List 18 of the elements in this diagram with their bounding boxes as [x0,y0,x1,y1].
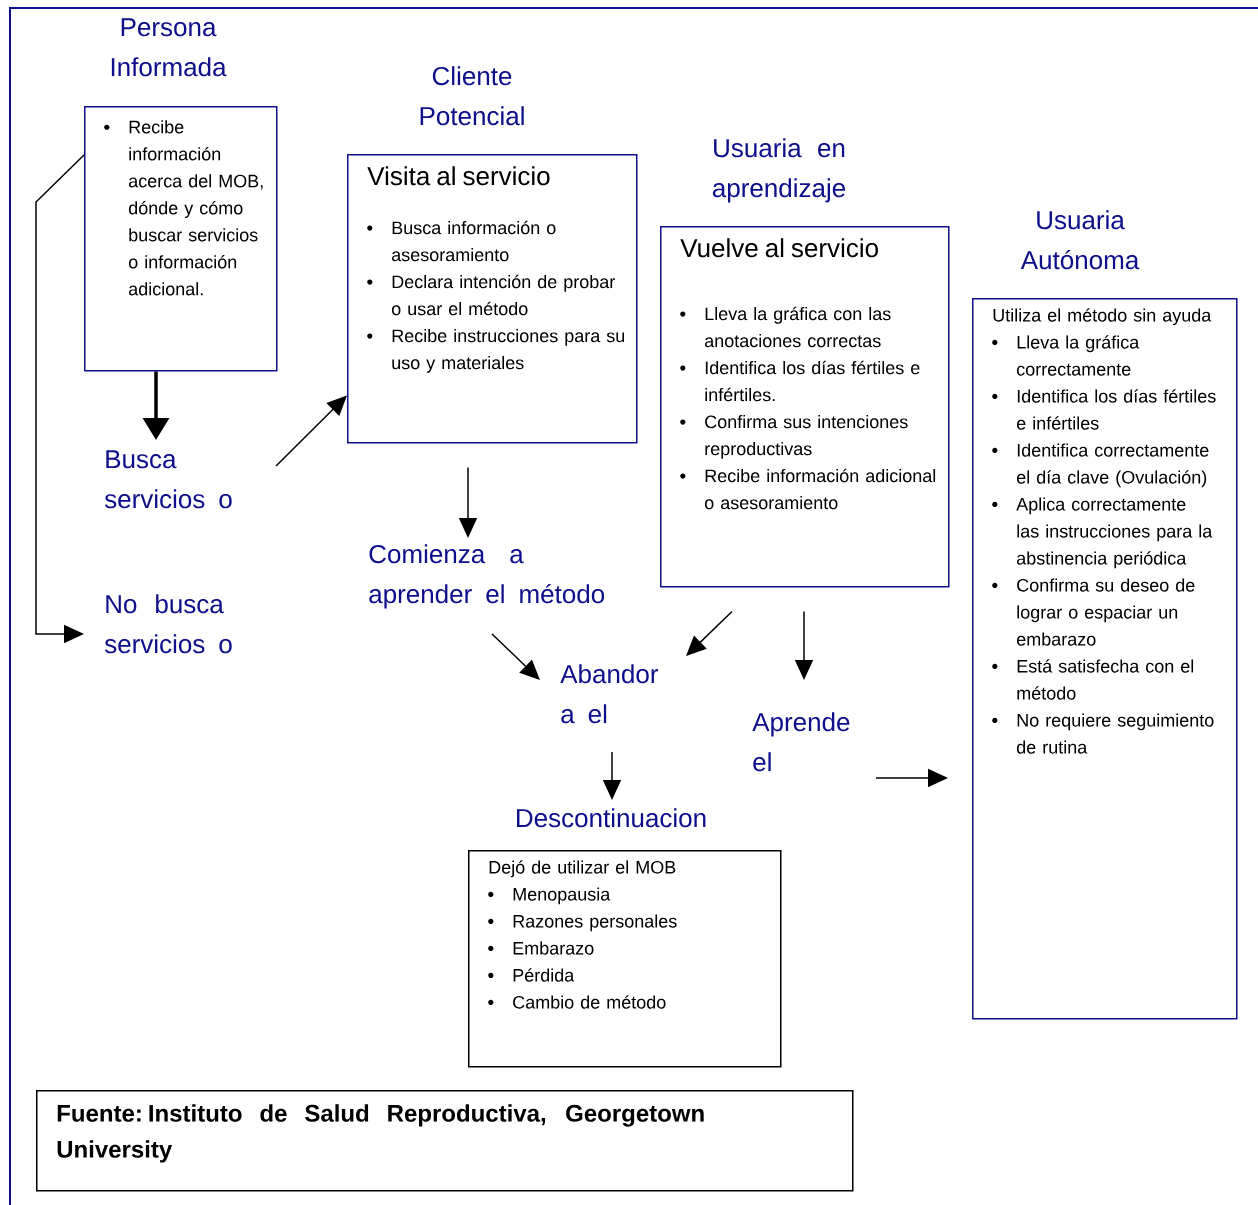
stage-heading: Persona Informada [111,18,227,77]
stage-heading: Usuaria Autónoma [1020,210,1140,270]
arrow [491,633,540,680]
stage-box: Persona Informada Recibe información acerca del MOB, dónde y cómo buscar servicios o información adicional. [84,18,278,372]
stage-label: Abandor a el [560,664,659,724]
stage-box: Usuaria Autónoma Utiliza el método sin ayuda Lleva la gráfica correctamente Identifica los días fértiles e infértiles Identifica correctamente el día clave (Ovulación) Aplica correctamente las instrucciones para la abstinencia periódica Confirma su deseo de lograr o espaciar un embarazo Está satisfecha con el método No requiere seguimiento de rutina [972,210,1238,1020]
stage-heading: Cliente Potencial [420,66,524,126]
stage-label: Comienza a aprender el método [369,544,605,609]
stage-box: Usuaria en aprendizaje Vuelve al servicio Lleva la gráfica con las anotaciones correctas Identifica los días fértiles e infértiles. Confirma sus intenciones reproductivas Recibe información adicional o asesoramiento [660,138,950,588]
stage-box: Descontinuacion Dejó de utilizar el MOB Menopausia Razones personales Embarazo Pérdida Cambio de método [468,808,782,1068]
source-box: Fuente: Instituto de Salud Reproductiva, Georgetown University [36,1090,854,1192]
stage-label: Aprende el [752,712,850,772]
arrow [686,610,733,656]
stage-heading: Descontinuacion [517,808,706,828]
stage-box: Cliente Potencial Visita al servicio Busca información o asesoramiento Declara intención de probar o usar el método Recibe instrucciones para su uso y materiales [347,66,638,444]
stage-label: Busca servicios o [104,450,232,509]
stage-heading: Usuaria en aprendizaje [712,138,846,203]
stage-label: No busca servicios o [104,594,232,654]
